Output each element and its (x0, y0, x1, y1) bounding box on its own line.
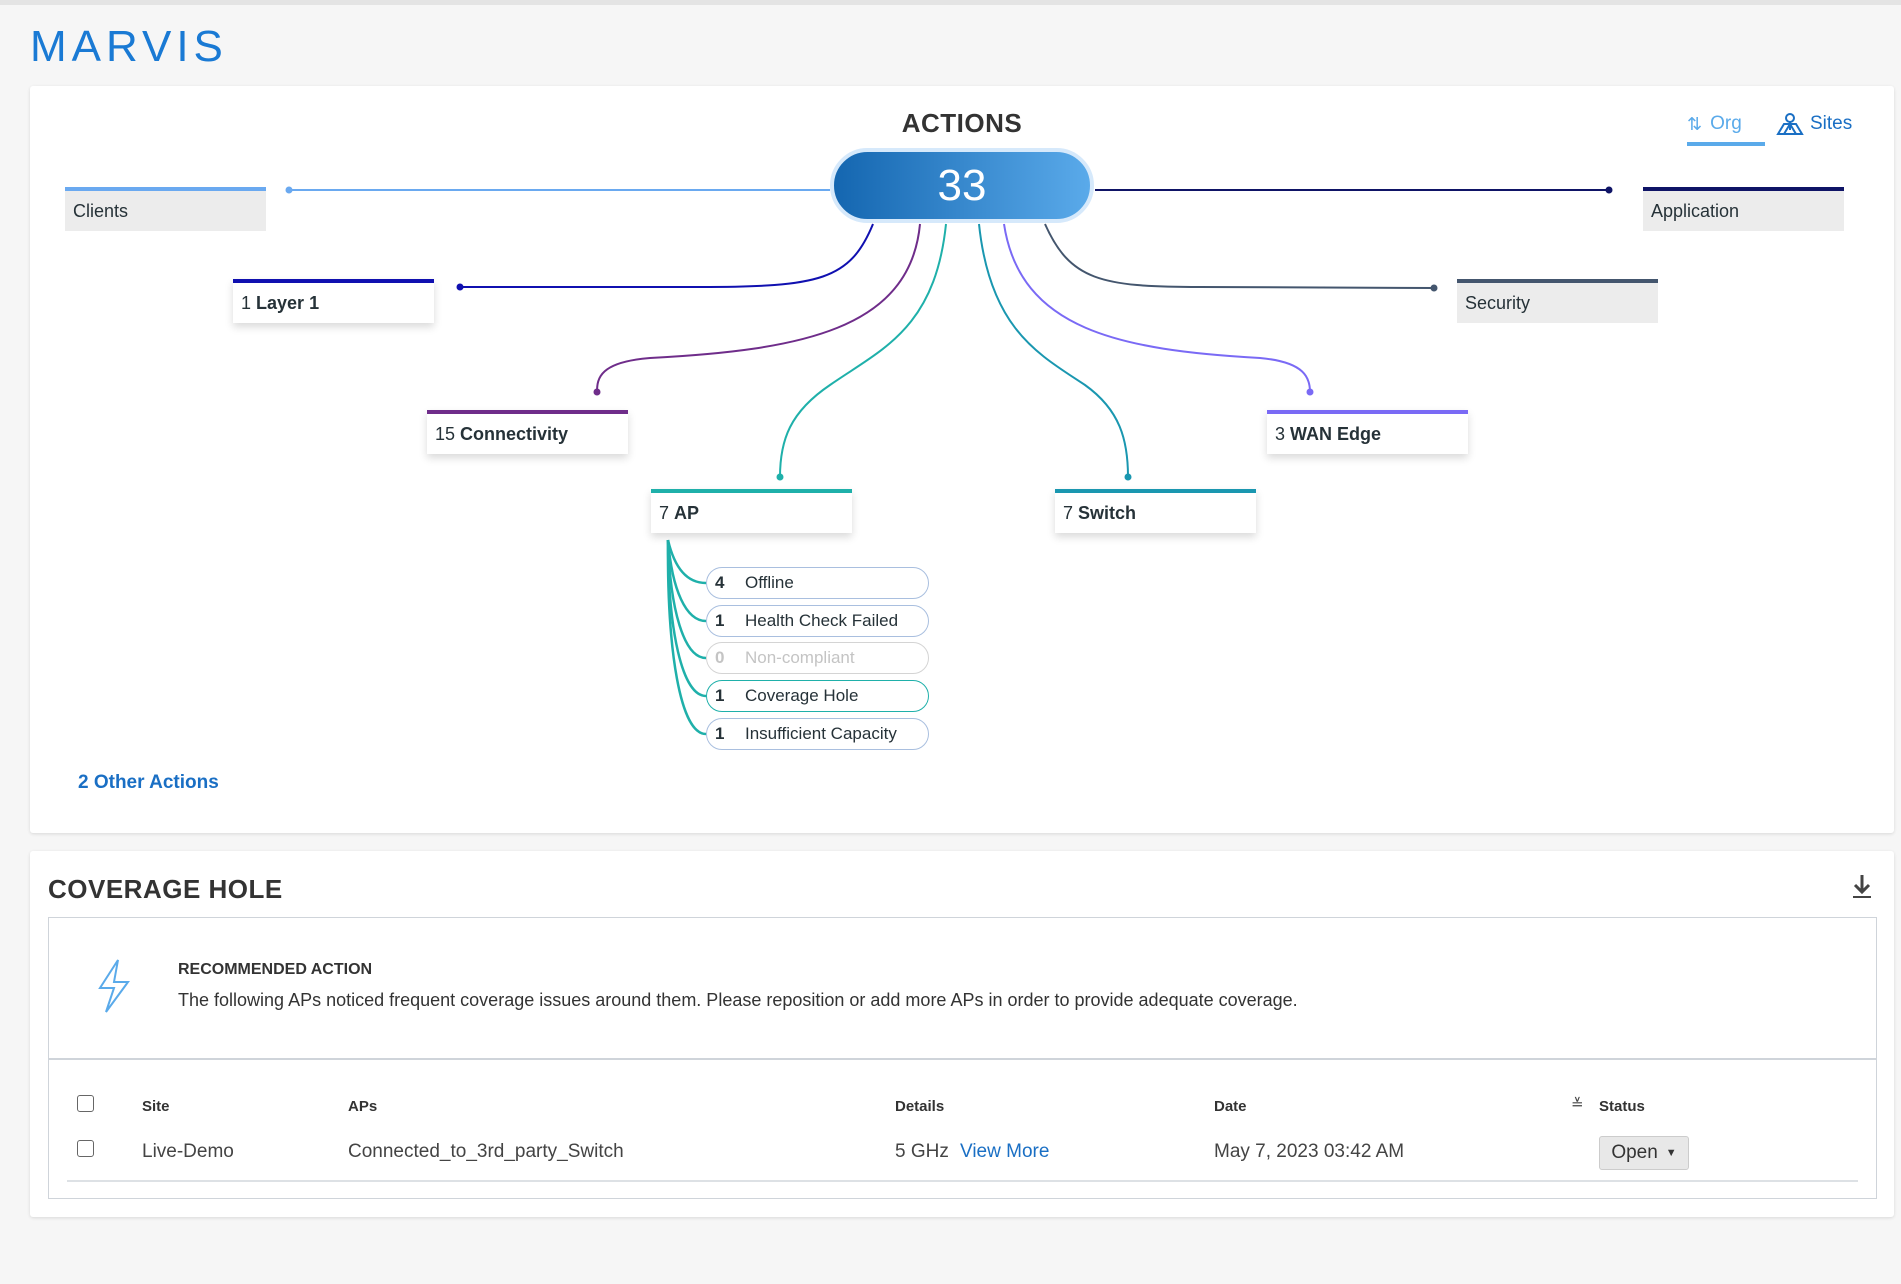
category-layer1[interactable]: 1 Layer 1 (233, 279, 434, 323)
column-aps[interactable]: APs (348, 1098, 378, 1115)
connector-wan (1003, 223, 1314, 396)
map-pin-icon (1776, 113, 1804, 135)
connector-switch (978, 223, 1132, 481)
caret-down-icon: ▼ (1665, 1147, 1677, 1159)
category-ap[interactable]: 7 AP (651, 489, 852, 533)
other-actions-link[interactable]: 2 Other Actions (78, 772, 219, 793)
row-checkbox[interactable] (77, 1140, 94, 1157)
column-status[interactable]: Status (1599, 1098, 1645, 1115)
connector-lines (285, 186, 1613, 736)
cell-aps: Connected_to_3rd_party_Switch (348, 1141, 624, 1162)
connector-clients (285, 186, 830, 194)
column-details[interactable]: Details (895, 1098, 945, 1115)
org-sort-icon: ⇅ (1687, 113, 1703, 134)
actions-total[interactable]: 33 (830, 148, 1094, 223)
download-icon[interactable] (1851, 873, 1873, 899)
category-application: Application (1643, 187, 1844, 231)
view-more-link[interactable]: View More (960, 1141, 1050, 1162)
category-connectivity[interactable]: 15 Connectivity (427, 410, 628, 454)
category-switch[interactable]: 7 Switch (1055, 489, 1256, 533)
detail-title: COVERAGE HOLE (48, 874, 283, 904)
scope-org-tab[interactable]: ⇅Org (1687, 106, 1765, 146)
divider (49, 1058, 1876, 1060)
scope-sites-tab[interactable]: Sites (1776, 106, 1852, 142)
status-dropdown[interactable]: Open▼ (1599, 1136, 1689, 1170)
connector-layer1 (456, 223, 874, 291)
column-date[interactable]: Date (1214, 1098, 1247, 1115)
connector-security (1044, 223, 1438, 292)
category-security: Security (1457, 279, 1658, 323)
cell-date: May 7, 2023 03:42 AM (1214, 1141, 1405, 1162)
cell-details: 5 GHz (895, 1141, 949, 1162)
recommended-heading: RECOMMENDED ACTION (178, 961, 373, 978)
column-site[interactable]: Site (142, 1098, 170, 1115)
top-bar (0, 0, 1901, 5)
category-wan-edge[interactable]: 3 WAN Edge (1267, 410, 1468, 454)
recommended-text: The following APs noticed frequent cover… (178, 990, 1298, 1010)
category-clients: Clients (65, 187, 266, 231)
select-all-checkbox[interactable] (77, 1095, 94, 1112)
cell-site: Live-Demo (142, 1141, 234, 1162)
actions-title: ACTIONS (901, 108, 1023, 138)
page-title: MARVIS (30, 22, 228, 71)
row-divider (67, 1180, 1858, 1182)
connector-ap-subactions (666, 539, 707, 736)
sort-desc-icon[interactable]: ≚ (1571, 1096, 1584, 1113)
lightning-icon (98, 959, 130, 1013)
connector-connectivity (593, 223, 921, 396)
detail-box (48, 917, 1877, 1199)
coverage-hole-panel (30, 851, 1894, 1217)
connector-ap (776, 223, 947, 481)
connector-application (1095, 186, 1613, 194)
